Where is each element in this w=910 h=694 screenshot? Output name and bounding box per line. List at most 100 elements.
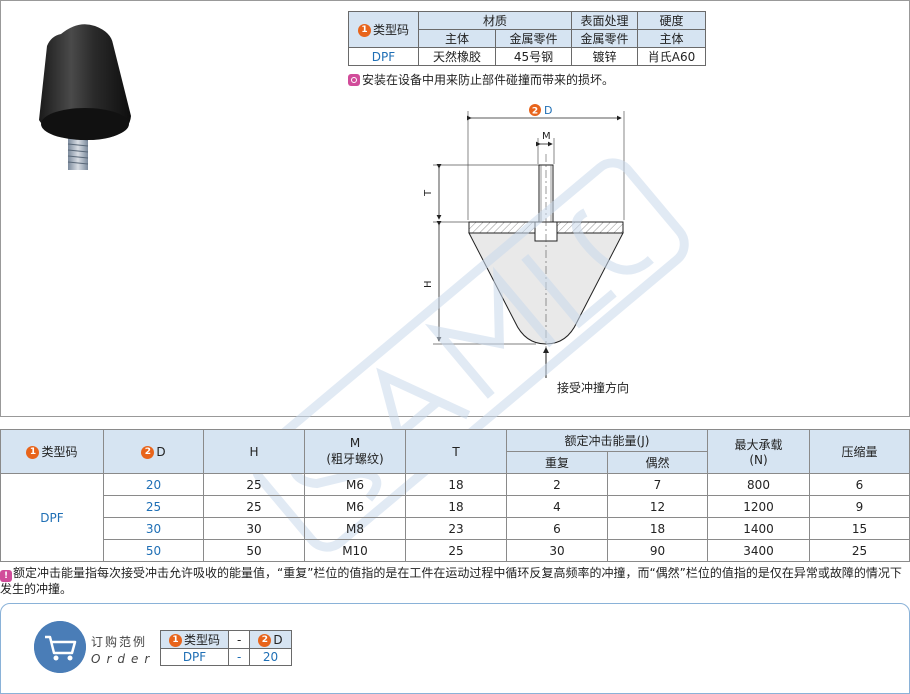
table-row: 30 30 M8 23 6 18 1400 15 <box>1 517 910 540</box>
order-d-label: D <box>273 632 283 647</box>
occ-cell: 12 <box>607 495 708 518</box>
d-cell: 30 <box>103 517 204 540</box>
occ-cell: 18 <box>607 517 708 540</box>
col-t-header: T <box>405 429 507 474</box>
badge-d: 2 <box>141 445 155 459</box>
comp-cell: 25 <box>809 539 910 562</box>
table-row: DPF 20 25 M6 18 2 7 800 6 <box>0 473 910 562</box>
order-subtitle: Order <box>91 652 156 666</box>
col-d-label: D <box>156 444 166 459</box>
m-dim-label: M <box>542 131 551 142</box>
col-type-label: 类型码 <box>41 445 78 459</box>
impact-energy-note: !额定冲击能量指每次接受冲击允许吸收的能量值，“重复”栏位的值指的是在工件在运动… <box>0 566 910 597</box>
col-load-header: 最大承载(N) <box>707 429 810 474</box>
surface-cell: 镀锌 <box>571 47 638 66</box>
material-header: 材质 <box>418 11 572 30</box>
surface-header: 表面处理 <box>571 11 638 30</box>
hardness-header: 硬度 <box>637 11 706 30</box>
load-cell: 1400 <box>707 517 810 540</box>
badge-1: 1 <box>357 24 371 37</box>
warning-icon: ! <box>0 570 12 582</box>
product-photo <box>39 24 131 170</box>
note-ring-icon <box>348 73 360 86</box>
order-title: 订购范例 <box>91 635 148 649</box>
col-compress-header: 压缩量 <box>809 429 910 474</box>
h-cell: 25 <box>203 495 305 518</box>
d-dim-label: D <box>544 104 552 117</box>
comp-cell: 15 <box>809 517 910 540</box>
t-cell: 18 <box>405 473 507 496</box>
col-repeat-header: 重复 <box>506 451 608 474</box>
load-cell: 800 <box>707 473 810 496</box>
sub-body-2: 主体 <box>637 29 706 48</box>
table-row: 25 25 M6 18 4 12 1200 9 <box>1 495 910 518</box>
order-d-cell: 20 <box>249 648 292 666</box>
code-cell: DPF <box>348 47 419 66</box>
repeat-cell: 30 <box>506 539 608 562</box>
d-badge <box>529 104 541 116</box>
technical-drawing: 2 D M T H 接受冲撞方向 <box>423 104 629 395</box>
usage-note-text: 安装在设备中用来防止部件碰撞而带来的损坏。 <box>362 73 615 87</box>
m-cell: M6 <box>304 495 406 518</box>
order-example-panel: 订购范例 Order <box>0 603 910 694</box>
t-cell: 25 <box>405 539 507 562</box>
sub-metal-2: 金属零件 <box>571 29 638 48</box>
d-badge-num: 2 <box>532 107 538 117</box>
col-h-header: H <box>203 429 305 474</box>
repeat-cell: 6 <box>506 517 608 540</box>
repeat-cell: 4 <box>506 495 608 518</box>
type-code-label: 类型码 <box>372 23 409 37</box>
col-m-label: M <box>349 436 361 450</box>
sub-metal: 金属零件 <box>495 29 572 48</box>
d-cell: 25 <box>103 495 204 518</box>
col-occasional-header: 偶然 <box>607 451 708 474</box>
occ-cell: 90 <box>607 539 708 562</box>
order-badge-1: 1 <box>169 634 182 647</box>
order-dash-header: - <box>228 630 251 649</box>
cart-icon <box>34 621 86 673</box>
body-material-cell: 天然橡胶 <box>418 47 496 66</box>
order-badge-2: 2 <box>258 633 272 647</box>
d-cell: 50 <box>103 539 204 562</box>
order-dash-cell: - <box>228 648 251 666</box>
col-load-label: 最大承载 <box>734 438 783 452</box>
h-cell: 25 <box>203 473 305 496</box>
badge-type: 1 <box>26 446 40 459</box>
load-cell: 3400 <box>707 539 810 562</box>
hardness-cell: 肖氏A60 <box>637 47 706 66</box>
metal-material-cell: 45号钢 <box>495 47 572 66</box>
load-cell: 1200 <box>707 495 810 518</box>
h-cell: 50 <box>203 539 305 562</box>
h-cell: 30 <box>203 517 305 540</box>
usage-note: 安装在设备中用来防止部件碰撞而带来的损坏。 <box>348 71 614 88</box>
t-dim-label: T <box>423 189 434 197</box>
col-m-sub: (粗牙螺纹) <box>326 452 384 466</box>
occ-cell: 7 <box>607 473 708 496</box>
impact-direction-label: 接受冲撞方向 <box>557 380 629 395</box>
table-row: 50 50 M10 25 30 90 3400 25 <box>1 539 910 562</box>
d-cell: 20 <box>103 473 204 496</box>
col-energy-header: 额定冲击能量(J) <box>506 429 708 452</box>
col-m-header: M (粗牙螺纹) <box>304 429 406 474</box>
order-code-cell: DPF <box>159 648 230 666</box>
t-cell: 18 <box>405 495 507 518</box>
type-cell: DPF <box>0 473 104 562</box>
col-load-unit: (N) <box>749 453 768 467</box>
m-cell: M8 <box>304 517 406 540</box>
comp-cell: 9 <box>809 495 910 518</box>
sub-body: 主体 <box>418 29 496 48</box>
repeat-cell: 2 <box>506 473 608 496</box>
impact-energy-note-text: 额定冲击能量指每次接受冲击允许吸收的能量值，“重复”栏位的值指的是在工件在运动过… <box>0 566 902 596</box>
order-type-label: 类型码 <box>184 633 221 647</box>
t-cell: 23 <box>405 517 507 540</box>
m-cell: M6 <box>304 473 406 496</box>
h-dim-label: H <box>423 280 434 288</box>
